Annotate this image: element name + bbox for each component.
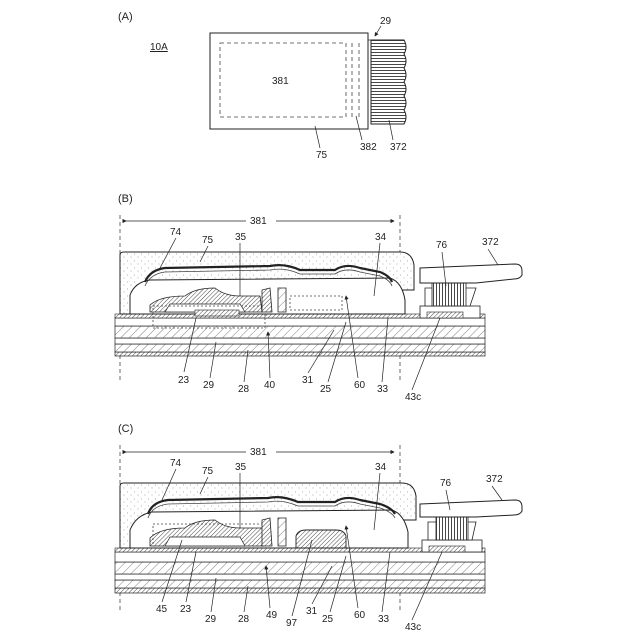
connector-76 (432, 283, 466, 306)
label-76-b: 76 (436, 240, 448, 251)
label-25-c: 25 (322, 614, 334, 625)
panel-a-tag: (A) (118, 11, 133, 23)
label-31-c: 31 (306, 606, 318, 617)
label-23-b: 23 (178, 375, 190, 386)
label-45-c: 45 (156, 604, 168, 615)
panel-b-tag: (B) (118, 193, 133, 205)
label-35-b: 35 (235, 232, 247, 243)
label-381-c: 381 (250, 447, 267, 458)
label-60-b: 60 (354, 380, 366, 391)
label-372-b: 372 (482, 237, 499, 248)
label-35-c: 35 (235, 462, 247, 473)
label-60-c: 60 (354, 610, 366, 621)
fpc-372 (371, 40, 406, 124)
via-60 (262, 288, 272, 312)
label-29-c: 29 (205, 614, 217, 625)
label-382: 382 (360, 142, 377, 153)
label-43c-b: 43c (405, 392, 421, 403)
label-28-c: 28 (238, 614, 250, 625)
label-97-c: 97 (286, 618, 298, 629)
label-25-b: 25 (320, 384, 332, 395)
label-33-b: 33 (377, 384, 389, 395)
label-40-b: 40 (264, 380, 276, 391)
label-31-b: 31 (302, 375, 314, 386)
label-74-b: 74 (170, 227, 182, 238)
layer-bottom (115, 352, 485, 356)
fpc-372-c (420, 500, 522, 517)
layer-29 (115, 338, 485, 344)
label-28-b: 28 (238, 384, 250, 395)
panel-a-title: 10A (150, 42, 168, 53)
panel-b: (B) 381 7 (115, 193, 522, 403)
label-74-c: 74 (170, 458, 182, 469)
label-29: 29 (380, 16, 392, 27)
label-381: 381 (272, 76, 289, 87)
label-381-b: 381 (250, 216, 267, 227)
panel-outline (210, 33, 368, 129)
label-75-b: 75 (202, 235, 214, 246)
panel-c-tag: (C) (118, 423, 133, 435)
label-75-c: 75 (202, 466, 214, 477)
label-23-c: 23 (180, 604, 192, 615)
label-43c-c: 43c (405, 622, 421, 633)
label-372: 372 (390, 142, 407, 153)
label-372-c: 372 (486, 474, 503, 485)
label-34-b: 34 (375, 232, 387, 243)
layer-25 (115, 318, 485, 326)
label-33-c: 33 (378, 614, 390, 625)
panel-c: (C) 381 74 (115, 423, 522, 633)
label-49-c: 49 (266, 610, 278, 621)
label-76-c: 76 (440, 478, 452, 489)
element-97 (296, 530, 346, 548)
label-29-b: 29 (203, 380, 215, 391)
panel-a: (A) 10A 381 29 75 382 372 (118, 11, 407, 161)
fpc-372-b (420, 264, 522, 283)
label-75: 75 (316, 150, 328, 161)
label-34-c: 34 (375, 462, 387, 473)
